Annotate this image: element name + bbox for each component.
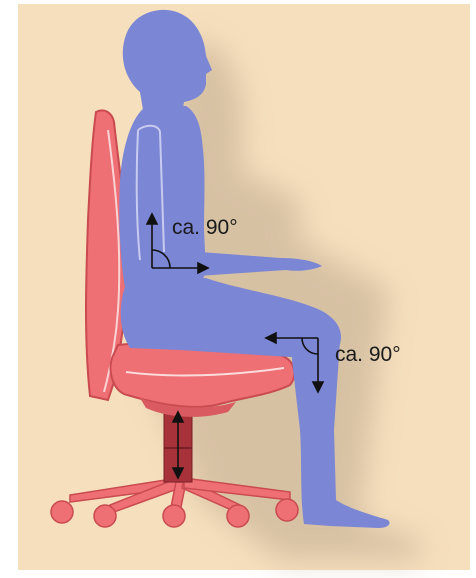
elbow-angle-label: ca. 90° [172, 217, 238, 238]
caster-5 [276, 499, 298, 521]
caster-3 [163, 505, 185, 527]
knee-angle-label: ca. 90° [335, 344, 401, 365]
caster-1 [51, 501, 73, 523]
caster-2 [94, 505, 116, 527]
caster-4 [227, 505, 249, 527]
